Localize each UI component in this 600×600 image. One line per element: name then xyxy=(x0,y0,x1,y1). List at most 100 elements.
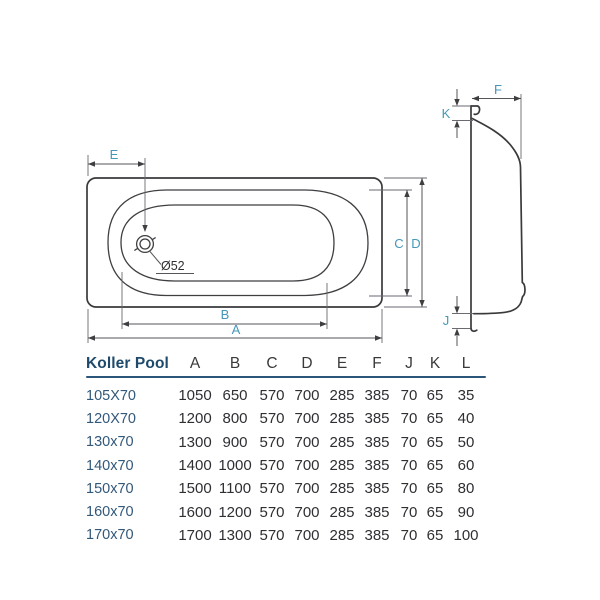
cell-value: 285 xyxy=(329,433,355,451)
cell-value: 1200 xyxy=(218,503,252,521)
dim-e: E xyxy=(87,147,148,232)
plan-view: Ø52 E C xyxy=(86,147,427,343)
table-header: Koller Pool A B C D E F J K L xyxy=(86,351,486,373)
dim-k: K xyxy=(442,89,473,138)
cell-value: 1700 xyxy=(178,526,212,544)
cell-value: 70 xyxy=(400,457,418,475)
table-row: 140x70 1400 1000 570 700 285 385 70 65 60 xyxy=(86,454,486,477)
cell-value: 70 xyxy=(400,433,418,451)
dim-label-d: D xyxy=(411,236,420,251)
header-divider xyxy=(86,376,486,378)
cell-value: 570 xyxy=(259,433,285,451)
cell-value: 1500 xyxy=(178,480,212,498)
dim-label-a: A xyxy=(232,322,241,337)
table-title: Koller Pool xyxy=(86,355,169,372)
cell-value: 700 xyxy=(294,480,320,498)
dim-label-f: F xyxy=(494,82,502,97)
cell-value: 65 xyxy=(426,503,444,521)
side-profile xyxy=(471,117,526,315)
cell-value: 285 xyxy=(329,480,355,498)
cell-value: 385 xyxy=(364,503,390,521)
dim-label-e: E xyxy=(110,147,119,162)
cell-value: 285 xyxy=(329,387,355,405)
cell-value: 1400 xyxy=(178,457,212,475)
cell-value: 1300 xyxy=(178,433,212,451)
cell-value: 900 xyxy=(222,433,248,451)
cell-value: 70 xyxy=(400,387,418,405)
dim-a: A xyxy=(87,309,383,343)
side-rim-hook xyxy=(470,105,481,116)
column-header-c: C xyxy=(266,355,278,372)
cell-value: 700 xyxy=(294,503,320,521)
drain-leader-line xyxy=(149,251,162,265)
row-size-label: 150x70 xyxy=(86,480,134,497)
cell-value: 1050 xyxy=(178,387,212,405)
cell-value: 1100 xyxy=(218,480,252,498)
tub-middle-contour xyxy=(107,189,369,297)
cell-value: 65 xyxy=(426,387,444,405)
cell-value: 700 xyxy=(294,526,320,544)
cell-value: 1000 xyxy=(218,457,252,475)
cell-value: 570 xyxy=(259,526,285,544)
drain-diameter-label: Ø52 xyxy=(161,259,185,273)
cell-value: 80 xyxy=(457,480,475,498)
cell-value: 65 xyxy=(426,410,444,428)
tub-outer-rim xyxy=(86,177,383,308)
cell-value: 385 xyxy=(364,387,390,405)
column-header-l: L xyxy=(461,355,471,372)
cell-value: 385 xyxy=(364,410,390,428)
cell-value: 70 xyxy=(400,526,418,544)
side-view: F K J xyxy=(442,82,526,346)
drain-icon xyxy=(134,234,156,254)
row-size-label: 140x70 xyxy=(86,457,134,474)
dim-c: C xyxy=(369,189,412,297)
cell-value: 800 xyxy=(222,410,248,428)
cell-value: 100 xyxy=(453,526,479,544)
cell-value: 35 xyxy=(457,387,475,405)
cell-value: 700 xyxy=(294,410,320,428)
cell-value: 1200 xyxy=(178,410,212,428)
cell-value: 700 xyxy=(294,433,320,451)
row-size-label: 130x70 xyxy=(86,434,134,451)
dim-label-j: J xyxy=(443,313,450,328)
cell-value: 285 xyxy=(329,503,355,521)
cell-value: 60 xyxy=(457,457,475,475)
cell-value: 65 xyxy=(426,457,444,475)
dim-label-b: B xyxy=(221,307,230,322)
row-size-label: 170x70 xyxy=(86,527,134,544)
cell-value: 570 xyxy=(259,457,285,475)
cell-value: 40 xyxy=(457,410,475,428)
row-size-label: 105X70 xyxy=(86,387,136,404)
cell-value: 700 xyxy=(294,387,320,405)
column-header-a: A xyxy=(189,355,201,372)
column-header-k: K xyxy=(429,355,441,372)
column-header-b: B xyxy=(229,355,241,372)
cell-value: 570 xyxy=(259,480,285,498)
dim-f: F xyxy=(472,82,522,159)
cell-value: 385 xyxy=(364,480,390,498)
cell-value: 65 xyxy=(426,433,444,451)
cell-value: 70 xyxy=(400,410,418,428)
row-size-label: 120X70 xyxy=(86,410,136,427)
cell-value: 385 xyxy=(364,526,390,544)
cell-value: 700 xyxy=(294,457,320,475)
cell-value: 385 xyxy=(364,457,390,475)
dim-label-c: C xyxy=(394,236,403,251)
cell-value: 285 xyxy=(329,457,355,475)
side-foot-hook xyxy=(470,327,478,333)
cell-value: 50 xyxy=(457,433,475,451)
dim-j: J xyxy=(443,296,473,346)
cell-value: 70 xyxy=(400,480,418,498)
cell-value: 285 xyxy=(329,410,355,428)
dim-d: D xyxy=(384,177,427,308)
dim-b: B xyxy=(121,272,328,329)
